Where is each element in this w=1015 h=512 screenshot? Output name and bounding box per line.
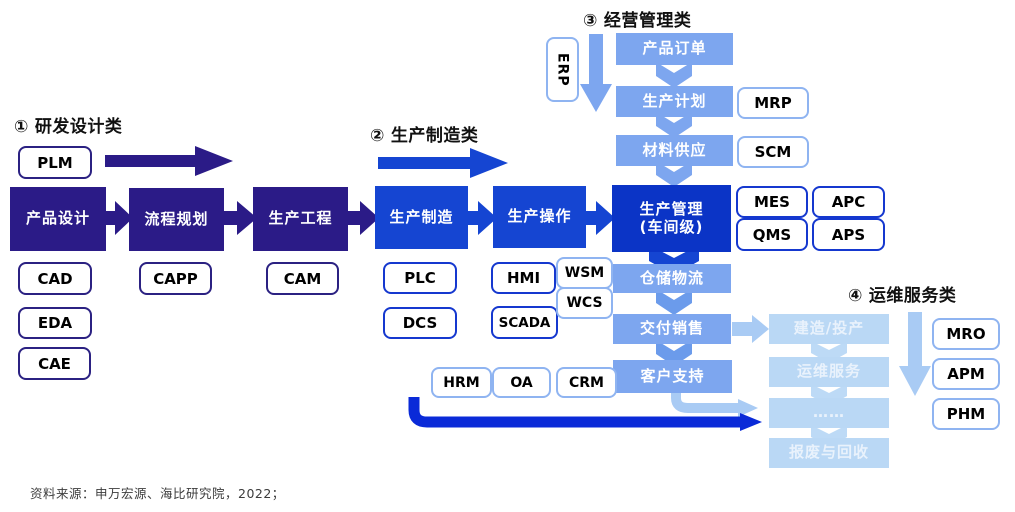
tag-apm: APM (932, 358, 1000, 390)
tag-apc: APC (812, 186, 885, 218)
tag-cad: CAD (18, 262, 92, 295)
node-production-plan: 生产计划 (616, 86, 733, 117)
node-process-planning: 流程规划 (129, 188, 224, 251)
tag-wcs: WCS (556, 287, 613, 319)
tag-capp: CAPP (139, 262, 212, 295)
tag-scm: SCM (737, 136, 809, 168)
arrow-right-icon (343, 201, 379, 235)
section1-number: ① (14, 117, 29, 137)
chevron-down-icon (656, 62, 692, 88)
tag-dcs: DCS (383, 307, 457, 339)
node-production-operation: 生产操作 (493, 186, 586, 248)
elbow-arrow-icon (671, 391, 740, 413)
tag-plm: PLM (18, 146, 92, 179)
production-management-line1: 生产管理 (639, 200, 704, 219)
arrow-right-icon (378, 148, 508, 178)
node-delivery-sales: 交付销售 (613, 314, 731, 344)
node-production-management: 生产管理 (车间级) (612, 185, 731, 252)
tag-qms: QMS (736, 218, 808, 251)
arrow-head-icon (738, 399, 758, 417)
tag-cam: CAM (266, 262, 339, 295)
node-product-order: 产品订单 (616, 33, 733, 65)
section4-number: ④ (848, 286, 863, 306)
tag-erp: ERP (546, 37, 579, 102)
tag-hrm: HRM (431, 367, 492, 398)
tag-cae: CAE (18, 347, 91, 380)
node-warehouse-logistics: 仓储物流 (613, 264, 731, 293)
arrow-right-icon (463, 201, 497, 235)
production-management-line2: (车间级) (639, 217, 704, 236)
tag-mes: MES (736, 186, 808, 218)
arrow-right-icon (732, 315, 769, 343)
tag-phm: PHM (932, 398, 1000, 430)
section3-title: 经营管理类 (603, 11, 692, 31)
node-scrap-recycle: 报废与回收 (769, 438, 889, 468)
arrow-right-icon (219, 201, 257, 235)
arrow-right-icon (105, 146, 233, 176)
node-production-manufacturing: 生产制造 (375, 186, 468, 249)
tag-crm: CRM (556, 367, 617, 398)
tag-mrp: MRP (737, 87, 809, 119)
node-customer-support: 客户支持 (613, 360, 732, 393)
section4-title: 运维服务类 (868, 286, 957, 306)
tag-hmi: HMI (491, 262, 556, 294)
section1-title: 研发设计类 (34, 117, 123, 137)
node-production-engineering: 生产工程 (253, 187, 348, 251)
node-build-commissioning: 建造/投产 (769, 314, 889, 344)
arrow-down-icon (580, 34, 612, 112)
arrow-head-icon (740, 413, 762, 431)
tag-wsm: WSM (556, 257, 613, 289)
tag-oa: OA (492, 367, 551, 398)
section2-number: ② (370, 126, 385, 146)
arrow-right-icon (581, 201, 615, 235)
section2-title: 生产制造类 (390, 126, 479, 146)
source-note: 资料来源：申万宏源、海比研究院，2022； (30, 486, 285, 501)
tag-eda: EDA (18, 307, 92, 339)
section3-number: ③ (583, 11, 598, 31)
node-om-service: 运维服务 (769, 357, 889, 387)
tag-plc: PLC (383, 262, 457, 294)
arrow-down-icon (899, 312, 931, 396)
tag-mro: MRO (932, 318, 1000, 350)
elbow-arrow-icon (408, 397, 742, 428)
tag-aps: APS (812, 218, 885, 251)
node-ellipsis: …… (769, 398, 889, 428)
node-product-design: 产品设计 (10, 187, 106, 251)
node-material-supply: 材料供应 (616, 135, 733, 166)
tag-scada: SCADA (491, 306, 558, 339)
